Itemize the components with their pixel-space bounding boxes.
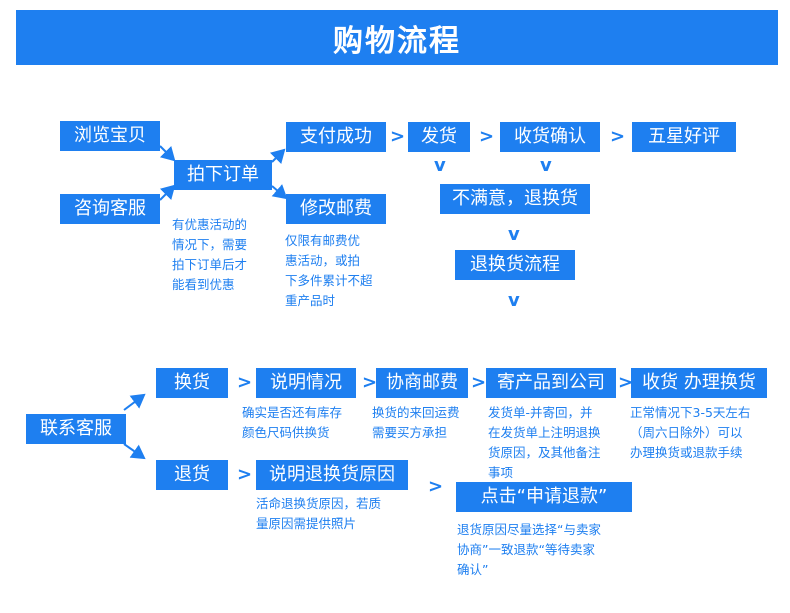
arrow-pay-to-ship: >: [390, 126, 406, 147]
line-order-to-postage: [271, 184, 288, 200]
send-to-company-box: 寄产品到公司: [486, 368, 616, 398]
line-order-to-pay: [269, 148, 286, 165]
return-goods-box: 退货: [156, 460, 228, 490]
confirm-receipt-box: 收货确认: [500, 122, 600, 152]
modify-postage-box: 修改邮费: [286, 194, 386, 224]
send-to-company-note: 发货单-并寄回，并 在发货单上注明退换 货原因，及其他备注 事项: [488, 405, 601, 480]
receive-process-note: 正常情况下3-5天左右 （周六日除外）可以 办理换货或退款手续: [630, 405, 751, 460]
explain-situation-note: 确实是否还有库存 颜色尺码供换货: [242, 405, 343, 440]
five-star-review-box: 五星好评: [632, 122, 736, 152]
receive-process-box: 收货 办理换货: [631, 368, 767, 398]
payment-success-box: 支付成功: [286, 122, 386, 152]
arrow-ship-to-confirm: >: [479, 126, 495, 147]
place-order-box: 拍下订单: [174, 160, 272, 190]
unsatisfied-return-box: 不满意，退换货: [440, 184, 590, 214]
arrow-confirm-to-review: >: [610, 126, 626, 147]
arrow-unsatisfied-down: v: [508, 224, 520, 245]
apply-refund-note: 退货原因尽量选择“与卖家 协商”一致退款“等待卖家 确认”: [457, 522, 601, 577]
arrow-confirm-down: v: [540, 155, 552, 176]
line-contact-to-return: [123, 443, 146, 460]
explain-situation-box: 说明情况: [256, 368, 356, 398]
negotiate-postage-note: 换货的来回运费 需要买方承担: [372, 405, 460, 440]
page-title: 购物流程: [16, 10, 778, 65]
exchange-box: 换货: [156, 368, 228, 398]
arrow-reason-to-refund: >: [428, 476, 444, 497]
line-consult-to-order: [159, 184, 176, 201]
arrow-exchange-to-explain: >: [237, 372, 253, 393]
ship-goods-box: 发货: [408, 122, 470, 152]
contact-service-box: 联系客服: [26, 414, 126, 444]
apply-refund-box: 点击“申请退款”: [456, 482, 632, 512]
return-process-box: 退换货流程: [455, 250, 575, 280]
arrow-ship-down: v: [434, 155, 446, 176]
consult-service-box: 咨询客服: [60, 194, 160, 224]
negotiate-postage-box: 协商邮费: [376, 368, 468, 398]
explain-reason-note: 活命退换货原因，若质 量原因需提供照片: [256, 496, 382, 531]
arrow-explain-to-negotiate: >: [362, 372, 378, 393]
line-contact-to-exchange: [123, 393, 146, 411]
explain-reason-box: 说明退换货原因: [256, 460, 408, 490]
modify-postage-note: 仅限有邮费优 惠活动，或拍 下多件累计不超 重产品时: [285, 233, 373, 308]
arrow-return-to-reason: >: [237, 464, 253, 485]
arrow-negotiate-to-send: >: [471, 372, 487, 393]
browse-items-box: 浏览宝贝: [60, 121, 160, 151]
arrow-send-to-receive: >: [618, 372, 634, 393]
place-order-note: 有优惠活动的 情况下，需要 拍下订单后才 能看到优惠: [172, 217, 248, 292]
line-browse-to-order: [159, 145, 176, 162]
arrow-return-process-down: v: [508, 290, 520, 311]
